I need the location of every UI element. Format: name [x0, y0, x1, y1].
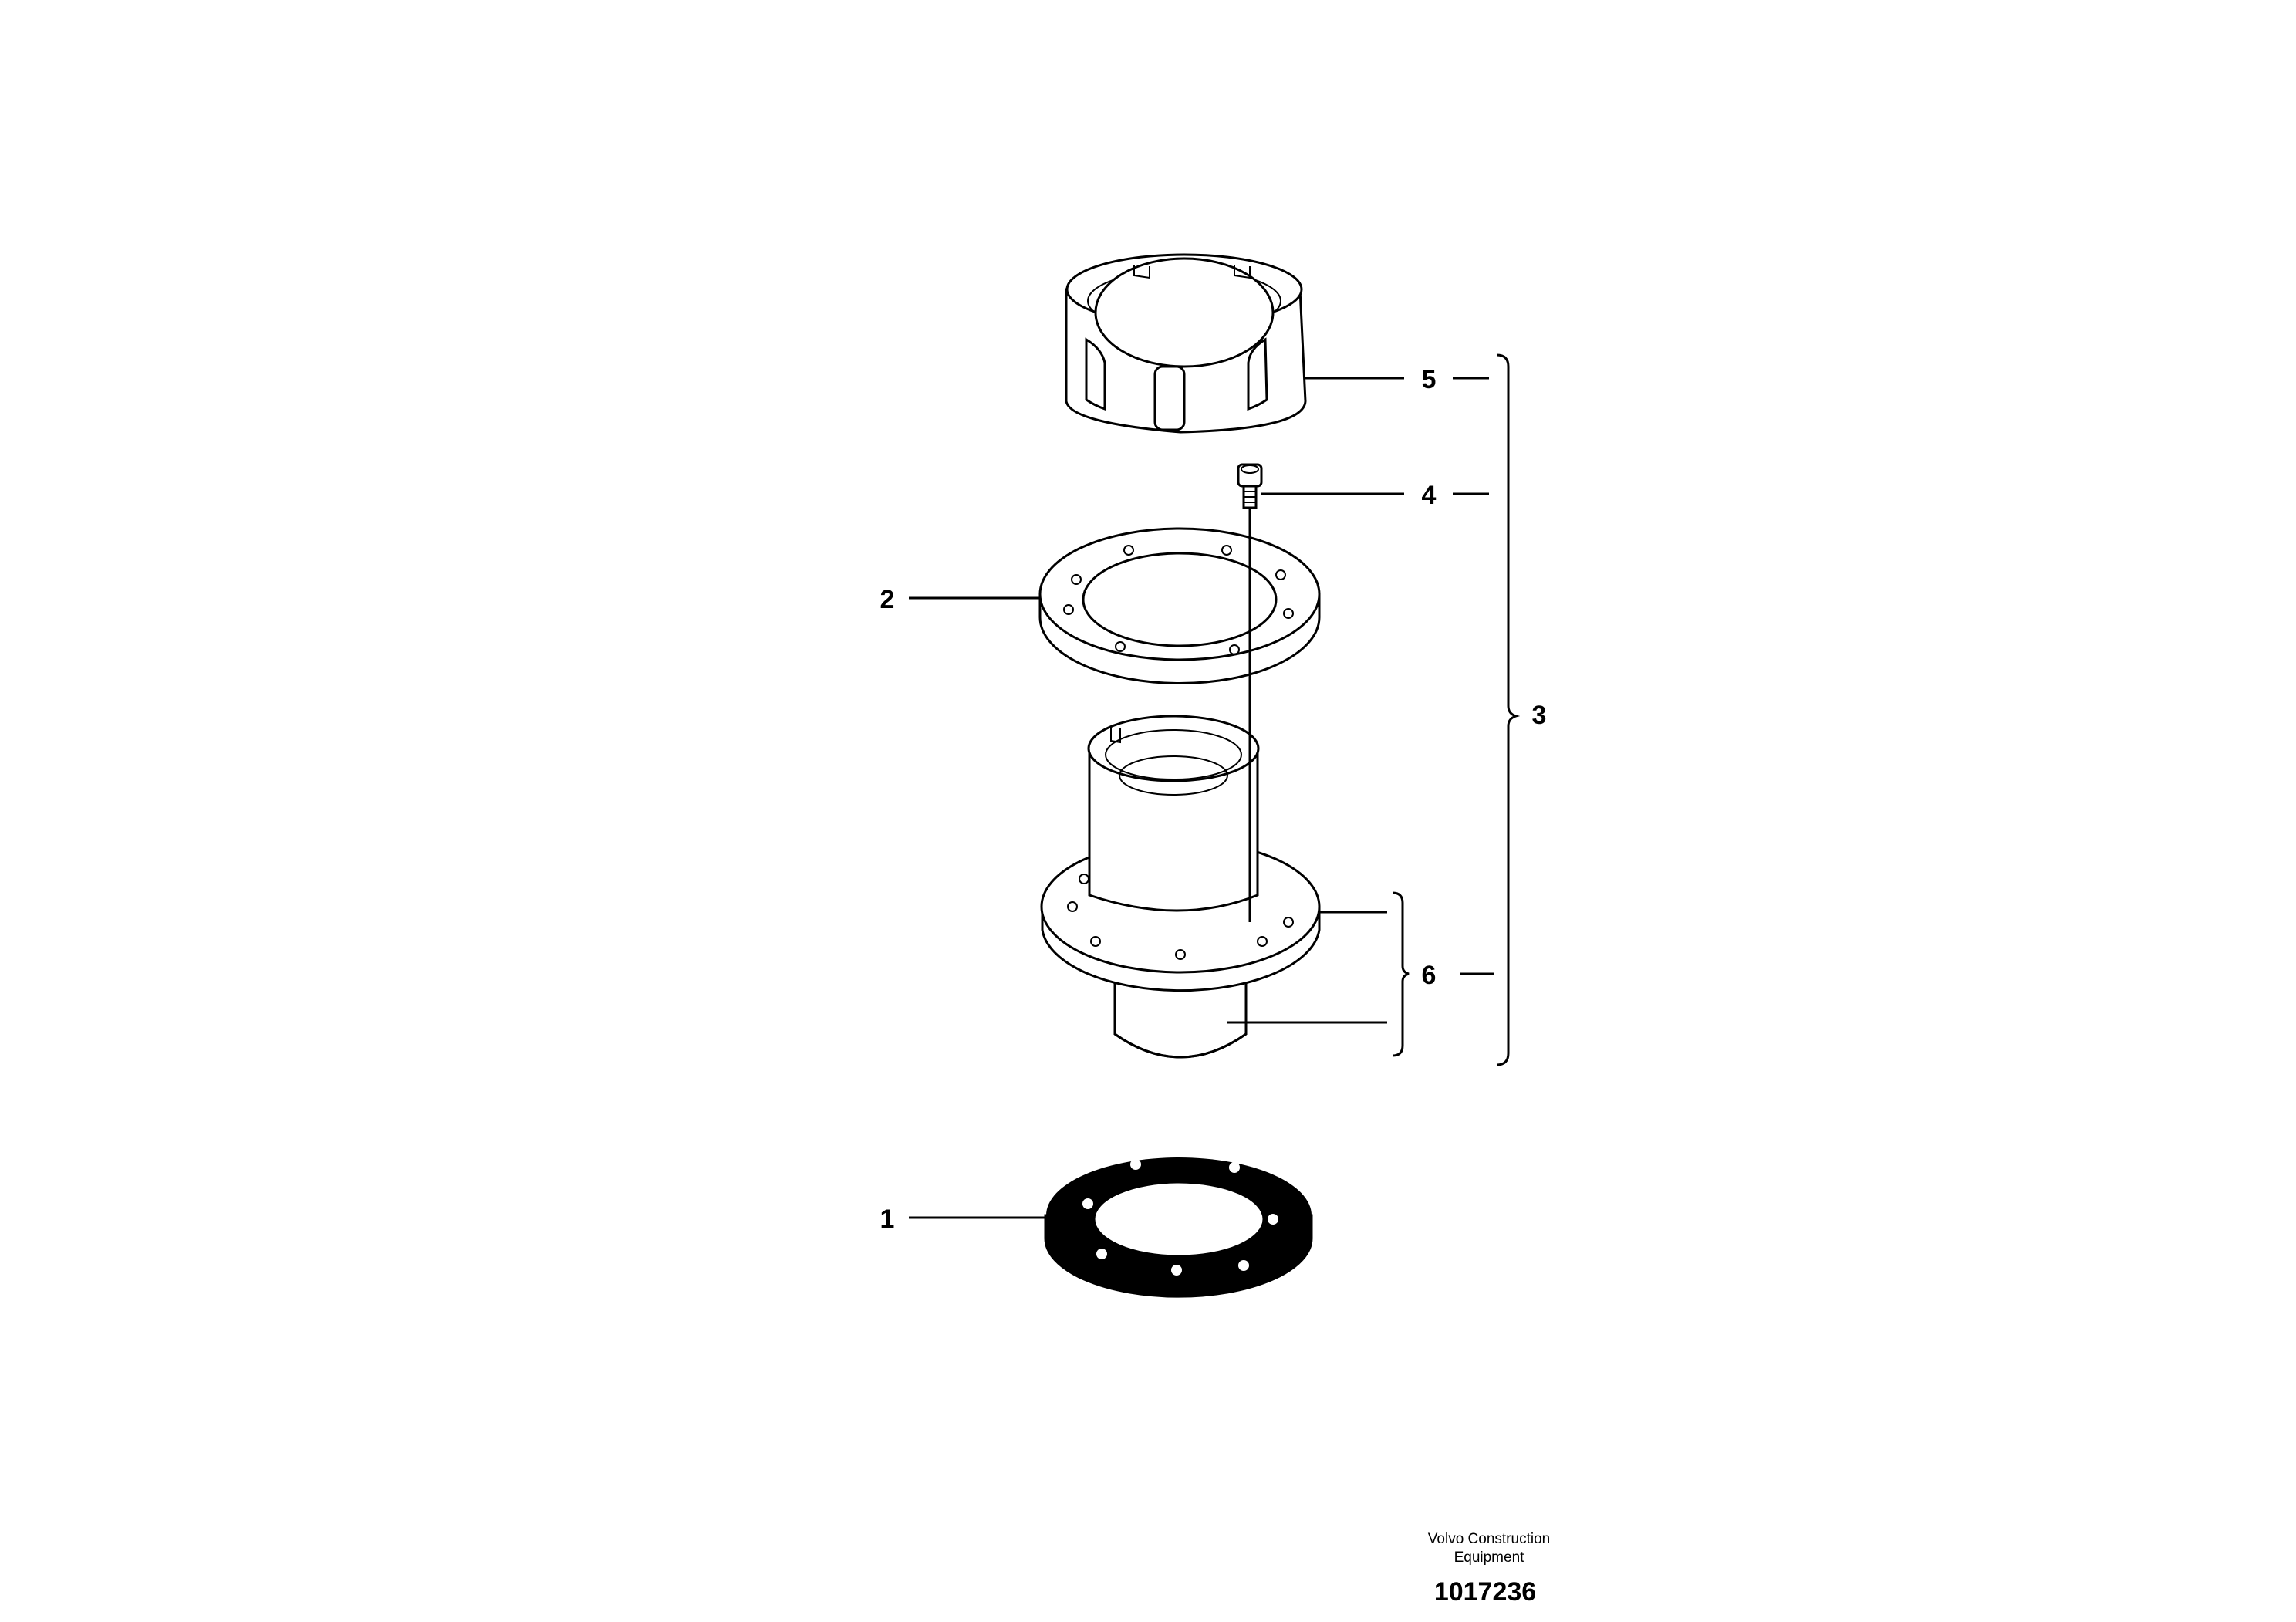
callout-5: 5 [1422, 365, 1437, 394]
brace-6 [1392, 891, 1410, 1057]
callout-1: 1 [880, 1205, 895, 1234]
credit-line-2: Equipment [1454, 1549, 1525, 1566]
filler-cap-part [1065, 253, 1307, 434]
flange-ring-part [1038, 527, 1321, 684]
leader-lines [909, 377, 1494, 1219]
screw-part [1237, 463, 1263, 509]
document-number: 1017236 [1434, 1577, 1536, 1607]
credit-line-1: Volvo Construction [1428, 1531, 1550, 1547]
callout-3: 3 [1532, 701, 1547, 730]
callout-2: 2 [880, 585, 895, 614]
gasket-part [1044, 1157, 1313, 1298]
callout-4: 4 [1422, 481, 1437, 510]
brace-3 [1496, 353, 1521, 1066]
filler-neck-part [1040, 715, 1321, 1059]
callout-6: 6 [1422, 961, 1437, 990]
